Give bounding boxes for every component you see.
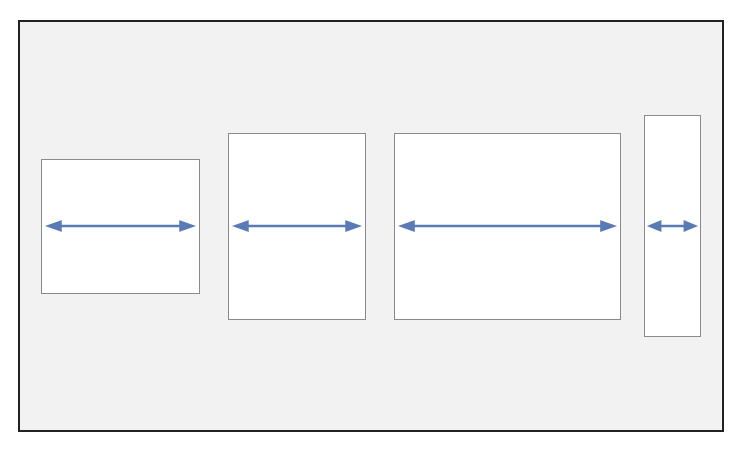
double-arrow-icon [646,220,699,232]
double-arrow-icon [397,220,618,232]
double-arrow-icon [44,220,197,232]
double-arrow-icon [231,220,363,232]
panel-4 [644,115,701,337]
panel-1 [41,159,200,294]
diagram-canvas [18,20,724,432]
panel-3 [394,133,621,320]
panel-2 [228,133,366,320]
